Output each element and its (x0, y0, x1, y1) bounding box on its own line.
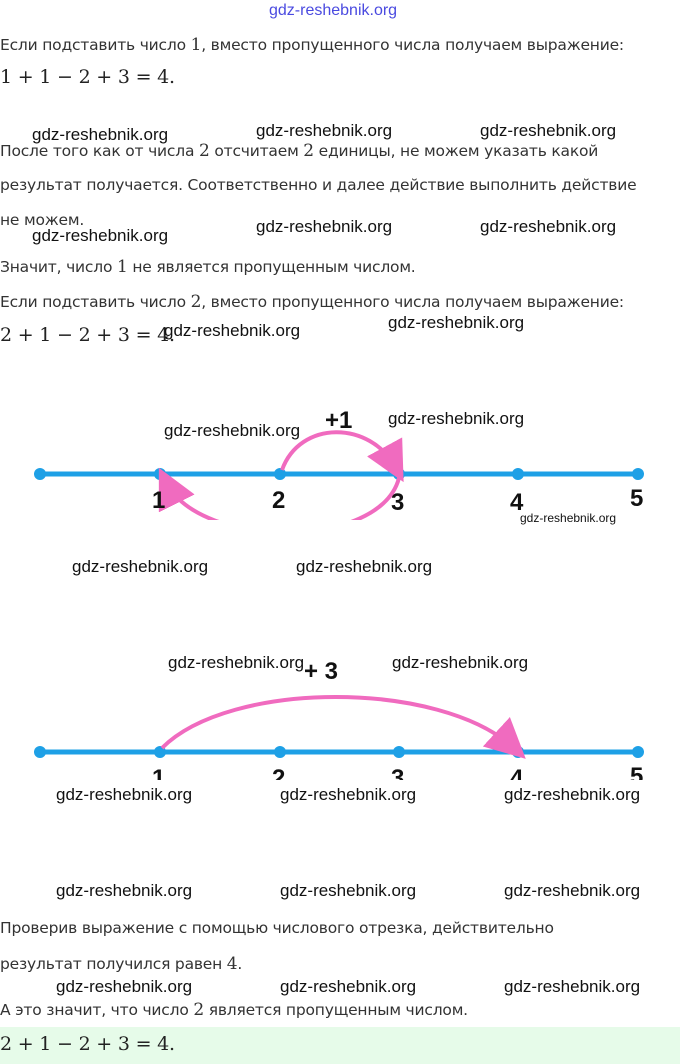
paragraph-final: А это значит, что число 2 является пропу… (0, 1000, 468, 1020)
expression-2: 2 + 1 − 2 + 3 = 4. (0, 324, 175, 346)
tick-label: 3 (391, 765, 404, 780)
expression-1: 1 + 1 − 2 + 3 = 4. (0, 66, 175, 88)
watermark: gdz-reshebnik.org (280, 977, 417, 996)
tick-label: 2 (272, 765, 285, 780)
answer-box (0, 1027, 680, 1064)
paragraph-explain-l3: не можем. (0, 211, 85, 229)
paragraph-substitute-2: Если подставить число 2, вместо пропущен… (0, 292, 624, 312)
watermark: gdz-reshebnik.org (32, 125, 169, 144)
watermark: gdz-reshebnik.org (56, 785, 193, 804)
number-line-1: 1 2 3 4 5 +1 −2 (34, 407, 644, 520)
watermark: gdz-reshebnik.org (56, 881, 193, 900)
watermark: gdz-reshebnik.org (32, 226, 169, 245)
watermark: gdz-reshebnik.org (256, 217, 393, 236)
watermark: gdz-reshebnik.org (480, 121, 617, 140)
watermark: gdz-reshebnik.org (168, 653, 305, 672)
watermark: gdz-reshebnik.org (56, 977, 193, 996)
tick-label: 3 (391, 489, 404, 516)
answer-expression: 2 + 1 − 2 + 3 = 4. (0, 1033, 175, 1055)
watermark: gdz-reshebnik.org (504, 881, 641, 900)
watermark: gdz-reshebnik.org (256, 121, 393, 140)
tick-label: 1 (152, 765, 165, 780)
arc-minus-2 (158, 467, 401, 520)
header-watermark: gdz-reshebnik.org (269, 2, 398, 19)
tick-label: 5 (630, 485, 643, 512)
watermark: gdz-reshebnik.org (280, 881, 417, 900)
arc-plus-1 (280, 430, 404, 483)
tick-label: 1 (152, 487, 165, 514)
paragraph-conclusion-1: Значит, число 1 не является пропущенным … (0, 257, 416, 277)
watermark: gdz-reshebnik.org (164, 321, 301, 340)
paragraph-substitute-1: Если подставить число 1, вместо пропущен… (0, 35, 624, 55)
watermark: gdz-reshebnik.org (388, 409, 525, 428)
jump-label-plus: +1 (325, 407, 352, 434)
watermark: gdz-reshebnik.org (280, 785, 417, 804)
watermark: gdz-reshebnik.org (164, 421, 301, 440)
watermark: gdz-reshebnik.org (296, 557, 433, 576)
watermark: gdz-reshebnik.org (504, 977, 641, 996)
tick-label: 5 (630, 763, 643, 780)
paragraph-check-l1: Проверив выражение с помощью числового о… (0, 919, 554, 937)
jump-label-plus: + 3 (304, 660, 338, 685)
arc-plus-3 (160, 695, 526, 759)
watermark: gdz-reshebnik.org (504, 785, 641, 804)
number-line-2: 1 2 3 4 5 + 3 (34, 660, 644, 780)
watermark: gdz-reshebnik.org (520, 511, 617, 525)
paragraph-explain-l1: После того как от числа 2 отсчитаем 2 ед… (0, 141, 599, 161)
paragraph-explain-l2: результат получается. Соответственно и д… (0, 176, 637, 194)
paragraph-check-l2: результат получился равен 4. (0, 954, 243, 974)
watermark: gdz-reshebnik.org (72, 557, 209, 576)
watermark: gdz-reshebnik.org (388, 313, 525, 332)
tick-label: 4 (510, 489, 524, 516)
tick-label: 4 (510, 765, 524, 780)
watermark: gdz-reshebnik.org (392, 653, 529, 672)
tick-label: 2 (272, 487, 285, 514)
watermark: gdz-reshebnik.org (480, 217, 617, 236)
